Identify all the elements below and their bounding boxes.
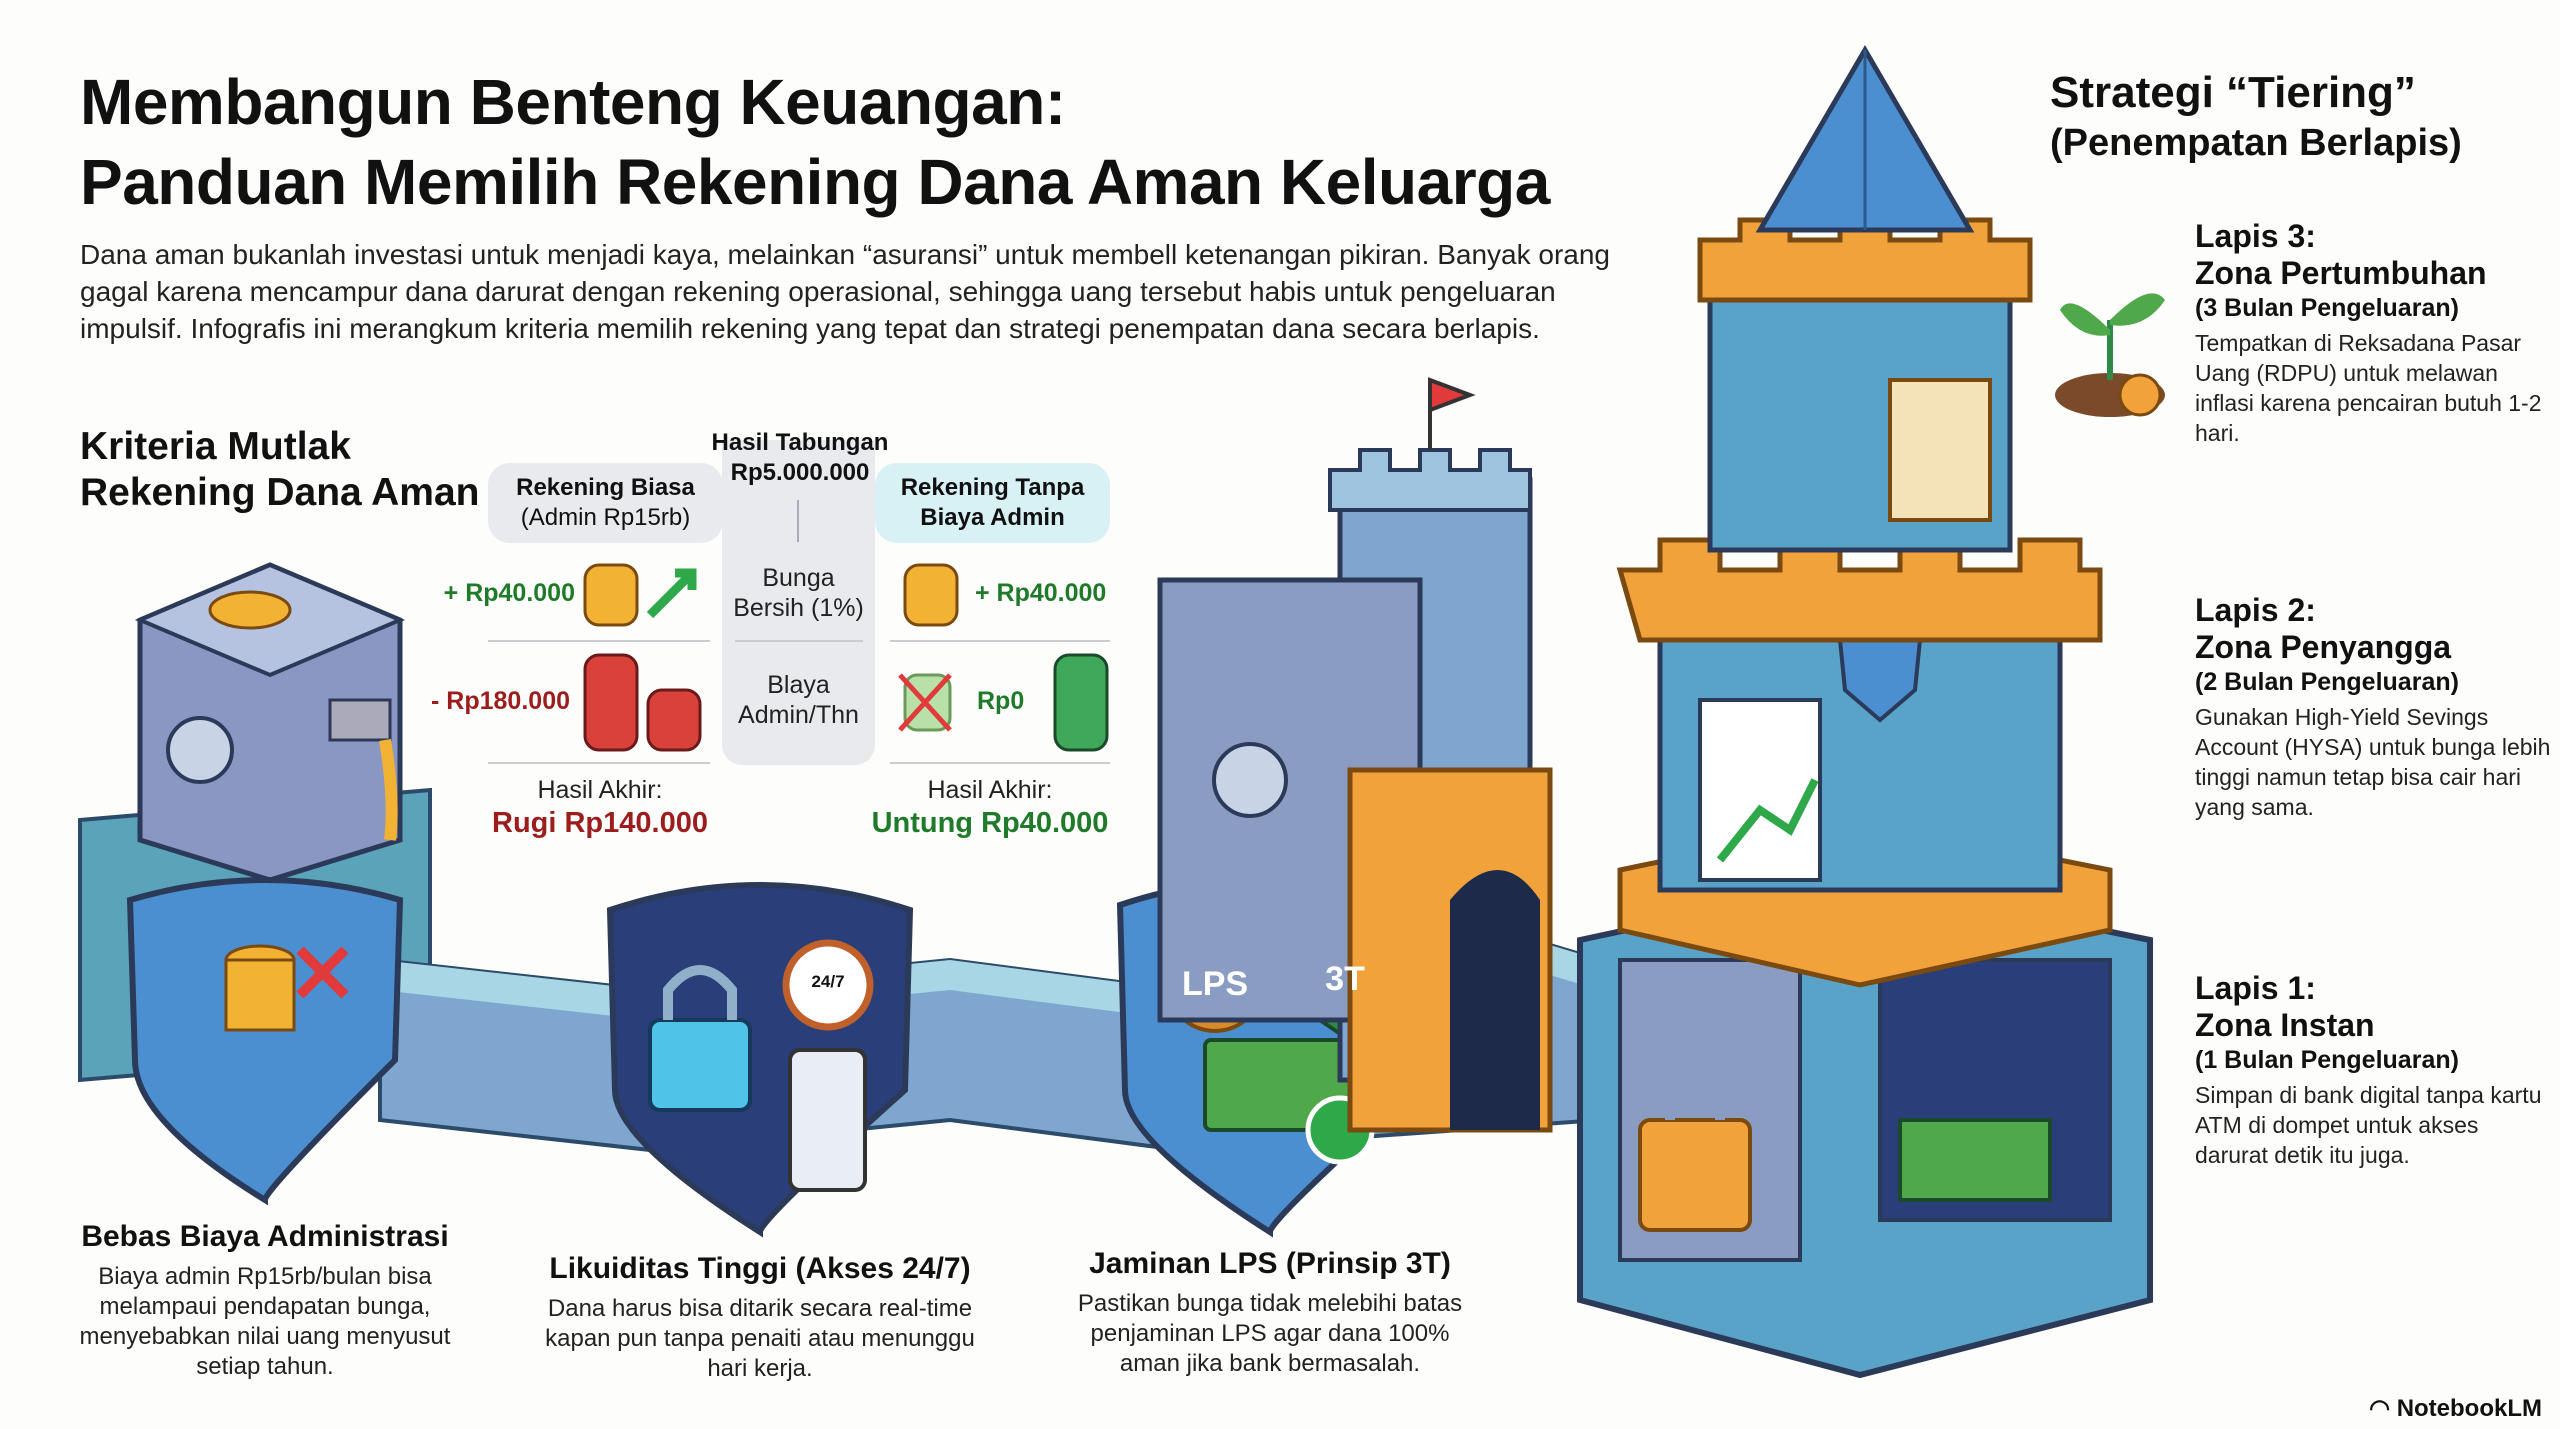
result-label: Hasil Akhir: [537, 776, 663, 804]
layer-2: Lapis 2: Zona Penyangga (2 Bulan Pengelu… [2195, 592, 2555, 822]
clock-24-7-icon: 24/7 [811, 972, 845, 991]
title-line-1: Membangun Benteng Keuangan: [80, 66, 1066, 138]
interest-label-2: Bersih (1%) [733, 594, 864, 622]
layer-months: (2 Bulan Pengeluaran) [2195, 668, 2459, 696]
regular-interest-value: + Rp40.000 [443, 579, 575, 607]
regular-result-value: Rugi Rp140.000 [492, 807, 708, 839]
admin-label-2: Admin/Thn [738, 701, 859, 729]
layer-text: Tempatkan di Reksadana Pasar Uang (RDPU)… [2195, 330, 2542, 446]
tiered-tower [1577, 45, 2153, 1379]
strategy-title-line-2: (Penempatan Berlapis) [2050, 122, 2462, 164]
three-t-badge-icon: 3T [1325, 960, 1365, 998]
criterion-text: Biaya admin Rp15rb/bulan bisa melampaui … [79, 1263, 451, 1380]
regular-admin-fee-value: - Rp180.000 [431, 687, 570, 715]
shield-no-admin-fee [126, 877, 404, 1206]
layer-zone: Zona Instan [2195, 1007, 2375, 1043]
notebooklm-watermark: ◠ NotebookLM [2369, 1394, 2542, 1423]
no-fee-result: Hasil Akhir: Untung Rp40.000 [860, 775, 1120, 841]
criterion-title: Likuiditas Tinggi (Akses 24/7) [549, 1252, 971, 1285]
layer-name: Lapis 1: [2195, 970, 2316, 1006]
strategy-title: Strategi “Tiering” (Penempatan Berlapis) [2050, 68, 2462, 168]
no-fee-account-header: Rekening Tanpa Biaya Admin [875, 463, 1110, 543]
criterion-title: Jaminan LPS (Prinsip 3T) [1089, 1247, 1451, 1280]
criteria-heading-line-2: Rekening Dana Aman [80, 471, 480, 514]
criteria-heading-line-1: Kriteria Mutlak [80, 425, 351, 468]
castle-tower [1157, 377, 1553, 1133]
row-divider [488, 640, 710, 642]
layer-zone: Zona Pertumbuhan [2195, 255, 2487, 291]
header-divider [797, 500, 799, 542]
admin-fee-row-label: Blaya Admin/Thn [722, 670, 875, 730]
savings-title: Hasil Tabungan [711, 429, 889, 456]
criterion-text: Dana harus bisa ditarik secara real-time… [545, 1295, 975, 1382]
regular-account-subtitle: (Admin Rp15rb) [520, 504, 691, 531]
no-fee-interest-value: + Rp40.000 [975, 579, 1107, 607]
no-fee-admin-value: Rp0 [977, 687, 1025, 715]
layer-text: Gunakan High-Yield Sevings Account (HYSA… [2195, 704, 2551, 820]
shield-liquidity [606, 882, 914, 1238]
intro-text: Dana aman bukanlah investasi untuk menja… [80, 239, 1610, 344]
row-divider [890, 640, 1110, 642]
savings-amount-header: Hasil Tabungan Rp5.000.000 [690, 428, 910, 488]
layer-name: Lapis 3: [2195, 218, 2316, 254]
layer-1: Lapis 1: Zona Instan (1 Bulan Pengeluara… [2195, 970, 2555, 1170]
leaking-safe [134, 562, 406, 883]
strategy-title-line-1: Strategi “Tiering” [2050, 68, 2416, 117]
sprout-icon [2055, 293, 2165, 417]
row-divider [488, 762, 710, 764]
title-line-2: Panduan Memilih Rekening Dana Aman Kelua… [80, 146, 1550, 218]
criterion-title: Bebas Biaya Administrasi [81, 1220, 449, 1253]
comparison-middle-column [722, 440, 875, 765]
interest-label-1: Bunga [762, 564, 835, 592]
page-title: Membangun Benteng Keuangan: Panduan Memi… [80, 62, 1550, 222]
layer-name: Lapis 2: [2195, 592, 2316, 628]
row-divider [890, 762, 1110, 764]
criterion-lps: Jaminan LPS (Prinsip 3T) Pastikan bunga … [1065, 1247, 1475, 1379]
layer-months: (1 Bulan Pengeluaran) [2195, 1046, 2459, 1074]
criterion-liquidity: Likuiditas Tinggi (Akses 24/7) Dana haru… [545, 1252, 975, 1384]
regular-result: Hasil Akhir: Rugi Rp140.000 [470, 775, 730, 841]
admin-label-1: Blaya [767, 671, 830, 699]
layer-text: Simpan di bank digital tanpa kartu ATM d… [2195, 1082, 2542, 1168]
row-divider [735, 640, 863, 642]
lps-badge-icon: LPS [1181, 965, 1249, 1003]
notebooklm-logo-icon: ◠ [2369, 1395, 2397, 1422]
regular-account-header: Rekening Biasa (Admin Rp15rb) [488, 463, 723, 543]
criteria-heading: Kriteria Mutlak Rekening Dana Aman [80, 424, 479, 516]
interest-row-label: Bunga Bersih (1%) [722, 563, 875, 623]
no-fee-result-value: Untung Rp40.000 [871, 807, 1109, 839]
regular-account-title: Rekening Biasa [516, 474, 695, 501]
coin-stacks [583, 563, 1109, 752]
criterion-no-admin-fee: Bebas Biaya Administrasi Biaya admin Rp1… [60, 1220, 470, 1382]
criterion-text: Pastikan bunga tidak melebihi batas penj… [1077, 1290, 1463, 1377]
savings-amount: Rp5.000.000 [730, 459, 870, 486]
result-label: Hasil Akhir: [927, 776, 1053, 804]
layer-zone: Zona Penyangga [2195, 629, 2452, 665]
no-fee-account-title-1: Rekening Tanpa [900, 474, 1085, 501]
layer-months: (3 Bulan Pengeluaran) [2195, 294, 2459, 322]
no-fee-account-title-2: Biaya Admin [920, 504, 1065, 531]
watermark-text: NotebookLM [2396, 1395, 2542, 1422]
layer-3: Lapis 3: Zona Pertumbuhan (3 Bulan Penge… [2195, 218, 2555, 448]
